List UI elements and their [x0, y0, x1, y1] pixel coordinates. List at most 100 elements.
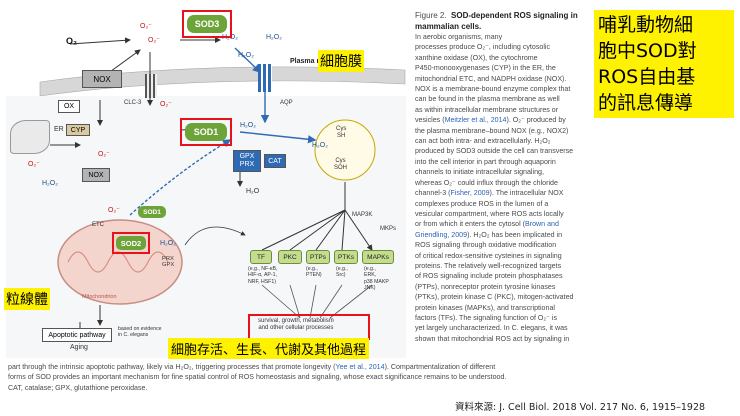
caption-heading: SOD-dependent ROS signaling in mammalian…	[415, 11, 578, 31]
apoptotic-pathway-box: Apoptotic pathway	[42, 328, 112, 342]
caption-line-28: (PTKs), protein kinase C (PKC), mitogen-…	[415, 293, 574, 302]
caption-line-0: In aerobic organisms, many	[415, 33, 503, 41]
cys-sh-bottom: SH	[337, 133, 346, 139]
aqp-channel	[258, 64, 272, 92]
caption-bottom-line-2: forms of SOD provides an important mecha…	[8, 373, 507, 382]
cys-soh-top: Cys	[335, 158, 346, 164]
o2m-mito-label: O₂⁻	[108, 207, 120, 214]
caption-line-8a: vesicles (	[415, 116, 445, 125]
ox-box: OX	[58, 100, 80, 113]
clc3-channel	[145, 74, 157, 98]
title-line-3: 的訊息傳導	[598, 92, 694, 114]
caption-line-27: (PTPs), nonreceptor protein tyrosine kin…	[415, 282, 556, 291]
caption-line-10: the plasma membrane–bound NOX (e.g., NOX…	[415, 126, 569, 135]
sod2-frame	[112, 232, 150, 254]
outcome-text: survival, growth, metabolism and other c…	[258, 318, 334, 332]
cyp-box: CYP	[66, 124, 90, 136]
target-ptks-note: (e.g., Src)	[336, 266, 348, 279]
h2o2-cytosol-label: H₂O₂	[240, 122, 256, 129]
ref-yee-link[interactable]: Yee et al., 2014	[335, 363, 385, 371]
o2-label: O₂	[66, 36, 77, 46]
caption-bottom-line-0: part through the intrinsic apoptotic pat…	[8, 362, 736, 372]
h2o-label: H₂O	[246, 188, 260, 195]
ref-meitzler-link[interactable]: Meitzler et al., 2014	[444, 116, 507, 125]
caption-line-12: produced by SOD3 outside the cell can tr…	[415, 147, 574, 156]
caption-line-30: factors (TFs). The signaling function of…	[415, 313, 557, 322]
target-pkc: PKC	[278, 250, 302, 264]
h2o2-mito-label: H₂O₂	[160, 240, 176, 247]
caption-line-15: whereas O₂⁻ could influx through the chl…	[415, 178, 558, 187]
caption-line-20: or from which it enters the cytosol (Bro…	[415, 219, 593, 229]
nox-vesicle-box: NOX	[82, 168, 110, 182]
map3k-label: MAP3K	[352, 212, 373, 218]
gpx-prx-box: GPX PRX	[233, 150, 261, 172]
h2o2-extracell-label-2: H₂O₂	[266, 34, 282, 41]
caption-line-32: shown that mitochondrial ROS act by sign…	[415, 334, 570, 343]
clc3-label: CLC-3	[124, 100, 142, 106]
caption-line-13: into the cell interior in part through a…	[415, 157, 556, 166]
caption-line-2: xanthine oxidase (OX), the cytochrome	[415, 53, 538, 62]
caption-line-7: as within intracellular membrane structu…	[415, 105, 559, 114]
caption-line-26: of ROS signaling include protein phospha…	[415, 272, 563, 281]
caption-line-11: can act both intra- and extracellularly.…	[415, 137, 551, 146]
caption-bottom-0a: part through the intrinsic apoptotic pat…	[8, 363, 336, 371]
title-line-2: ROS自由基	[598, 66, 696, 88]
o2m-cytosol-label: O₂⁻	[160, 101, 172, 108]
ref-brown-link[interactable]: Brown and	[525, 220, 559, 229]
ref-fisher-link[interactable]: Fisher, 2009	[450, 189, 490, 198]
caption-line-17: ). The intracellular NOX	[489, 189, 564, 198]
target-ptks: PTKs	[334, 250, 358, 264]
aging-label: Aging	[70, 344, 88, 351]
er-label: ER	[54, 126, 64, 133]
caption-line-4: mitochondrial ETC, and NADPH oxidase (NO…	[415, 74, 567, 83]
caption-line-22a: ). H₂O₂ has been implicated in	[467, 230, 563, 239]
target-mapks: MAPKs	[362, 250, 394, 264]
caption-line-6: can be found in the plasma membrane as w…	[415, 95, 560, 104]
membrane-annotation: 細胞膜	[318, 50, 364, 72]
caption-line-16: channel-3 (Fisher, 2009). The intracellu…	[415, 188, 593, 198]
figure-caption: Figure 2. SOD-dependent ROS signaling in…	[415, 10, 593, 344]
sod1-mito-enzyme: SOD1	[138, 206, 166, 218]
caption-line-5: NOX is a membrane-bound enzyme complex t…	[415, 85, 571, 94]
er-structure	[10, 120, 50, 154]
source-citation: 資料來源: J. Cell Biol. 2018 Vol. 217 No. 6,…	[455, 402, 706, 413]
target-mapks-note: (e.g., ERK, p38 MAKP JNK)	[364, 266, 389, 292]
caption-line-24: of critical redox-sensitive cysteines in…	[415, 251, 562, 260]
caption-line-9: ). O₂⁻ produced by	[506, 116, 566, 125]
o2m-vesicle-label: O₂⁻	[28, 161, 40, 168]
caption-line-25: proteins. The relatively well-recognized…	[415, 261, 562, 270]
caption-bottom-0b: ). Compartmentalization of different	[384, 363, 496, 371]
evidence-note: based on evidence in C. elegans	[118, 326, 162, 339]
sod2-enzyme: SOD2	[116, 236, 146, 250]
nox-complex: NOX	[82, 70, 122, 88]
target-tf: TF	[250, 250, 272, 264]
ref-griendling-link[interactable]: Griendling, 2009	[415, 230, 468, 239]
caption-line-16a: channel-3 (	[415, 189, 451, 198]
caption-bottom-line-3: CAT, catalase; GPX, glutathione peroxida…	[8, 383, 148, 392]
h2o2-vesicle-label: H₂O₂	[42, 180, 58, 187]
mitochondria-annotation: 粒線體	[4, 288, 50, 310]
cys-sh-label: Cys SH	[336, 126, 346, 140]
target-ptps-note: (e.g., PTEN)	[306, 266, 322, 279]
caption-line-23: ROS signaling through oxidative modifica…	[415, 241, 557, 250]
etc-label: ETC	[92, 222, 104, 228]
caption-line-1: processes produce O₂⁻, including cytosol…	[415, 43, 551, 52]
cys-soh-label: Cys SOH	[334, 158, 347, 172]
caption-bottom: part through the intrinsic apoptotic pat…	[8, 362, 736, 393]
title-line-1: 胞中SOD對	[598, 40, 697, 62]
caption-line-20a: or from which it enters the cytosol (	[415, 220, 525, 229]
o2m-cytosol-label-2: O₂⁻	[98, 151, 110, 158]
caption-line-22: Griendling, 2009). H₂O₂ has been implica…	[415, 230, 593, 240]
caption-line-8: vesicles (Meitzler et al., 2014). O₂⁻ pr…	[415, 115, 593, 125]
target-ptps: PTPs	[306, 250, 330, 264]
caption-line-14: channels to initiate intracellular signa…	[415, 168, 544, 177]
caption-line-31: yet largely uncharacterized. In C. elega…	[415, 324, 568, 333]
sod3-enzyme: SOD3	[187, 15, 227, 33]
caption-line-3: P450-monooxygenases (CYP) in the ER, the	[415, 64, 556, 73]
survival-annotation: 細胞存活、生長、代謝及其他過程	[168, 338, 370, 359]
target-tf-note: (e.g., NF-κB, HIF-α, AP-1, NRF, HSF1)	[248, 266, 278, 285]
caption-figure-number: Figure 2.	[415, 11, 447, 20]
mitochondrion-label: Mitochondrion	[82, 294, 117, 300]
o2m-extracell-label-2: O₂⁻	[148, 37, 160, 44]
sod1-frame	[180, 118, 232, 146]
